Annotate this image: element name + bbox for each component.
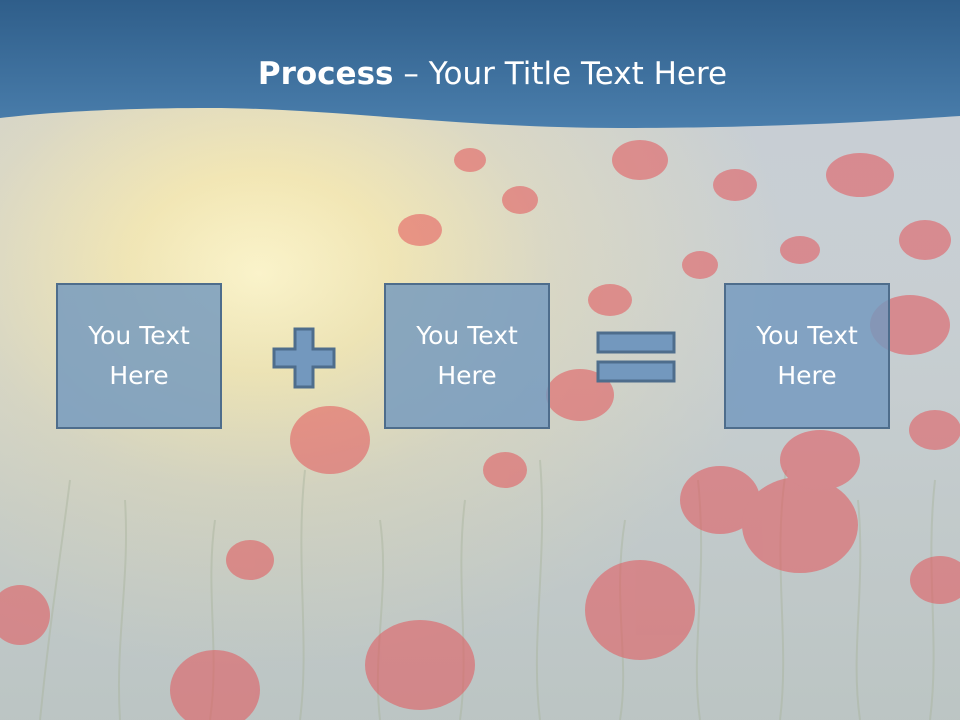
header-banner (0, 0, 960, 128)
slide-title: Process – Your Title Text Here (0, 52, 960, 96)
text-box-2-label: You Text Here (416, 321, 518, 390)
equals-icon (596, 331, 676, 383)
text-box-1-label: You Text Here (88, 321, 190, 390)
text-box-1[interactable]: You Text Here (56, 283, 222, 429)
text-box-3[interactable]: You Text Here (724, 283, 890, 429)
plus-icon (272, 327, 336, 389)
text-box-2[interactable]: You Text Here (384, 283, 550, 429)
title-rest: – Your Title Text Here (393, 56, 728, 92)
title-bold: Process (257, 56, 394, 92)
text-box-3-label: You Text Here (756, 321, 858, 390)
